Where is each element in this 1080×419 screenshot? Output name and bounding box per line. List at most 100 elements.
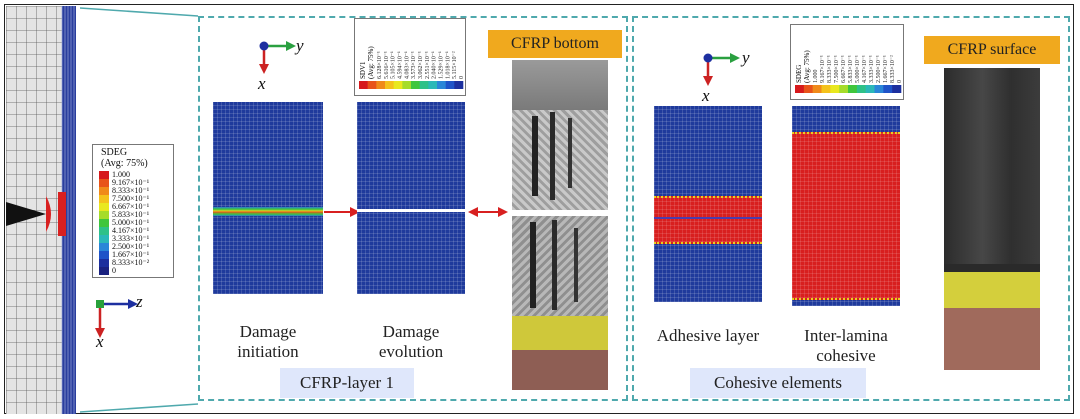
legend-value: 0 — [112, 266, 116, 275]
legend-swatch — [99, 179, 109, 187]
legend-row: 7.500×10⁻¹ — [99, 195, 149, 203]
legend-value: 6.128×10⁻¹ — [377, 51, 383, 79]
axis-triad-xy — [259, 41, 296, 74]
panel-cohesive-elements — [632, 16, 1070, 401]
legend-swatch — [99, 227, 109, 235]
legend-swatch — [865, 85, 875, 93]
legend-value: 7.500×10⁻¹ — [834, 55, 840, 83]
label-damage-initiation: Damage initiation — [237, 322, 299, 361]
legend-value: 5.616×10⁻¹ — [384, 51, 390, 79]
legend-value: 1.000 — [813, 70, 819, 84]
legend-swatch — [99, 267, 109, 275]
label-adhesive-layer: Adhesive layer — [656, 326, 760, 345]
legend-value: 1.667×10⁻¹ — [112, 250, 150, 259]
legend-value: 5.000×10⁻¹ — [855, 55, 861, 83]
legend-subtitle: (Avg: 75%) — [803, 50, 811, 83]
arrow-right — [324, 207, 360, 217]
legend-value: 4.083×10⁻¹ — [404, 51, 410, 79]
legend-value: 2.040×10⁻¹ — [432, 51, 438, 79]
legend-subtitle: (Avg: 75%) — [101, 158, 148, 169]
legend-swatch — [454, 81, 464, 89]
legend-value: 5.000×10⁻¹ — [112, 218, 150, 227]
legend-value: 0 — [897, 80, 903, 83]
damage-evolution-mesh — [357, 102, 465, 294]
legend-value: 1.667×10⁻¹ — [883, 55, 889, 83]
panel-cfrp-layer-1 — [198, 16, 628, 401]
legend-swatch — [856, 85, 866, 93]
legend-swatch — [99, 211, 109, 219]
legend-swatch — [99, 251, 109, 259]
zoom-lines — [80, 7, 199, 413]
legend-swatch — [367, 81, 377, 89]
inter-lamina-damage-zone — [792, 132, 900, 300]
legend-swatch — [359, 81, 368, 89]
legend-row: 9.167×10⁻¹ — [99, 179, 149, 187]
legend-swatch — [99, 235, 109, 243]
legend-value: 4.167×10⁻¹ — [862, 55, 868, 83]
legend-value: 5.833×10⁻¹ — [848, 55, 854, 83]
axis-triad-zx — [95, 299, 138, 338]
caption-cfrp-layer-1: CFRP-layer 1 — [280, 368, 414, 398]
legend-title: SDEG — [101, 147, 128, 158]
label-inter-lamina-cohesive: Inter-lamina cohesive — [804, 326, 888, 365]
legend-swatch — [821, 85, 831, 93]
title-cfrp-surface: CFRP surface — [924, 36, 1060, 64]
double-arrow — [468, 207, 508, 217]
legend-value: 5.115×10⁻² — [452, 51, 458, 79]
fe-mesh-model — [6, 6, 76, 414]
legend-value: 6.667×10⁻¹ — [112, 202, 150, 211]
axis-label-x: x — [96, 332, 104, 351]
legend-subtitle: (Avg: 75%) — [367, 46, 375, 79]
adhesive-damage-zone — [654, 196, 762, 244]
legend-row: 5.833×10⁻¹ — [99, 211, 149, 219]
legend-value: 8.333×10⁻² — [890, 55, 896, 83]
legend-value: 4.167×10⁻¹ — [112, 226, 150, 235]
legend-value: 0 — [459, 76, 465, 79]
legend-swatch — [99, 195, 109, 203]
legend-swatch — [839, 85, 849, 93]
axis-triad-xy-2 — [703, 53, 740, 86]
legend-value: 2.551×10⁻¹ — [425, 51, 431, 79]
legend-value: 4.594×10⁻¹ — [398, 51, 404, 79]
legend-swatch — [883, 85, 893, 93]
axis-label-x: x — [702, 86, 710, 105]
photo-cfrp-bottom — [512, 60, 608, 390]
legend-value: 9.167×10⁻¹ — [820, 55, 826, 83]
figure-frame — [4, 4, 1074, 414]
legend-swatch — [445, 81, 455, 89]
legend-swatch — [848, 85, 858, 93]
photo-cfrp-surface — [944, 68, 1040, 370]
legend-row: 3.333×10⁻¹ — [99, 235, 149, 243]
legend-swatch — [812, 85, 822, 93]
legend-value: 1.000 — [112, 170, 130, 179]
legend-value: 1.529×10⁻¹ — [439, 51, 445, 79]
caption-cohesive-elements: Cohesive elements — [690, 368, 866, 398]
legend-swatch — [874, 85, 884, 93]
legend-row: 2.500×10⁻¹ — [99, 243, 149, 251]
adhesive-mid-line — [654, 217, 762, 219]
legend-swatch — [428, 81, 438, 89]
axis-label-y: y — [296, 36, 304, 55]
legend-value: 7.500×10⁻¹ — [112, 194, 150, 203]
legend-value: 8.333×10⁻¹ — [827, 55, 833, 83]
legend-value: 1.018×10⁻¹ — [445, 51, 451, 79]
legend-value: 3.333×10⁻¹ — [869, 55, 875, 83]
damage-band — [213, 207, 323, 216]
legend-swatch — [892, 85, 902, 93]
title-cfrp-bottom: CFRP bottom — [488, 30, 622, 58]
legend-value: 9.167×10⁻¹ — [112, 178, 150, 187]
legend-value: 3.573×10⁻¹ — [411, 51, 417, 79]
legend-swatch — [803, 85, 813, 93]
legend-swatch — [830, 85, 840, 93]
legend-title: SDEG — [795, 65, 803, 83]
legend-value: 6.667×10⁻¹ — [841, 55, 847, 83]
legend-row: 1.667×10⁻¹ — [99, 251, 149, 259]
legend-swatch — [99, 243, 109, 251]
legend-swatch — [99, 259, 109, 267]
legend-value: 3.062×10⁻¹ — [418, 51, 424, 79]
legend-swatch — [99, 187, 109, 195]
